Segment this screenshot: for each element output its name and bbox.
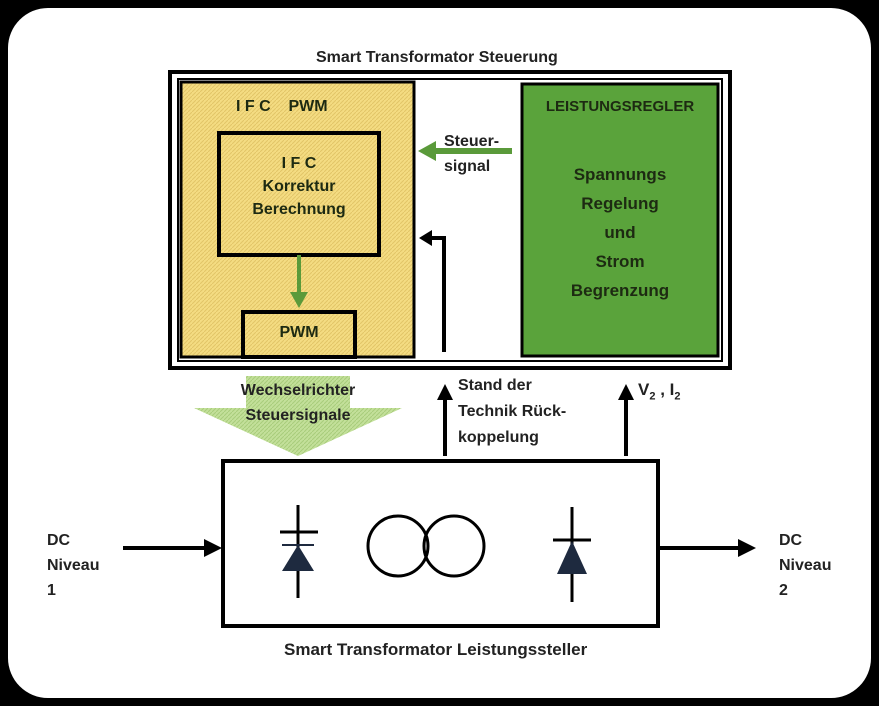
regulator-title: LEISTUNGSREGLER bbox=[545, 98, 695, 115]
regulator-box bbox=[520, 82, 720, 358]
feedback-internal-arrowhead bbox=[419, 230, 432, 246]
feedback-internal-arrow bbox=[430, 236, 446, 352]
dc-in-label: DC Niveau 1 bbox=[47, 528, 99, 603]
regulator-body: Spannungs Regelung und Strom Begrenzung bbox=[522, 160, 718, 305]
dc-in-line-2: Niveau bbox=[47, 557, 100, 574]
power-converter-box bbox=[221, 459, 660, 628]
i2-symbol: I bbox=[669, 380, 675, 399]
ifc-to-pwm-arrowhead bbox=[290, 292, 308, 308]
steuersignal-arrowhead bbox=[418, 141, 436, 161]
pwm-label: PWM bbox=[279, 324, 319, 341]
steuersignal-line-1: Steuer- bbox=[444, 133, 500, 150]
ifc-box-line-3: Berechnung bbox=[252, 201, 346, 218]
diode-icon bbox=[553, 507, 591, 602]
feedback-line-3: koppelung bbox=[458, 429, 539, 446]
i2-subscript: 2 bbox=[674, 390, 681, 403]
thyristor-icon bbox=[280, 505, 318, 598]
regulator-line-5: Begrenzung bbox=[570, 281, 670, 300]
regulator-line-2: Regelung bbox=[581, 194, 659, 213]
steuersignal-label: Steuer- signal bbox=[444, 129, 499, 179]
ifc-box-line-2: Korrektur bbox=[262, 178, 336, 195]
ifc-correction-box bbox=[217, 131, 381, 257]
feedback-up-arrowhead bbox=[437, 384, 453, 400]
steuersignal-line-2: signal bbox=[444, 158, 491, 175]
dc-in-line-3: 1 bbox=[47, 582, 56, 599]
control-title: Smart Transformator Steuerung bbox=[316, 49, 558, 66]
dc-out-line-1: DC bbox=[779, 532, 803, 549]
ifc-box-line-1: I F C bbox=[281, 155, 317, 172]
feedback-line-2: Technik Rück- bbox=[458, 403, 567, 420]
dc-in-arrowhead bbox=[204, 539, 222, 557]
dc-out-label: DC Niveau 2 bbox=[779, 528, 831, 603]
feedback-label: Stand der Technik Rück- koppelung bbox=[458, 373, 566, 451]
regulator-line-4: Strom bbox=[595, 252, 645, 271]
v2i2-label: V2 , I2 bbox=[638, 379, 681, 407]
power-title: Smart Transformator Leistungssteller bbox=[284, 640, 588, 659]
inverter-signals-arrow bbox=[194, 376, 402, 456]
inverter-signals-line-2: Steuersignale bbox=[245, 407, 351, 424]
regulator-line-3: und bbox=[604, 223, 636, 242]
inverter-signals-label: Wechselrichter Steuersignale bbox=[208, 378, 388, 428]
feedback-line-1: Stand der bbox=[458, 377, 532, 394]
transformer-icon bbox=[366, 514, 486, 578]
v2i2-separator: , bbox=[655, 380, 670, 399]
dc-out-line-2: Niveau bbox=[779, 557, 832, 574]
control-inner-frame bbox=[177, 78, 723, 362]
ifc-pwm-header: I F C PWM bbox=[236, 98, 328, 115]
regulator-line-1: Spannungs bbox=[573, 165, 667, 184]
control-outer-frame bbox=[168, 70, 732, 370]
v2-subscript: 2 bbox=[649, 390, 656, 403]
dc-in-line-1: DC bbox=[47, 532, 71, 549]
dc-out-arrowhead bbox=[738, 539, 756, 557]
v2-symbol: V bbox=[638, 380, 650, 399]
v2i2-up-arrowhead bbox=[618, 384, 634, 400]
pwm-box bbox=[241, 310, 357, 359]
dc-out-line-3: 2 bbox=[779, 582, 788, 599]
ifc-box-text: I F C Korrektur Berechnung bbox=[219, 152, 379, 221]
inverter-signals-line-1: Wechselrichter bbox=[240, 382, 356, 399]
